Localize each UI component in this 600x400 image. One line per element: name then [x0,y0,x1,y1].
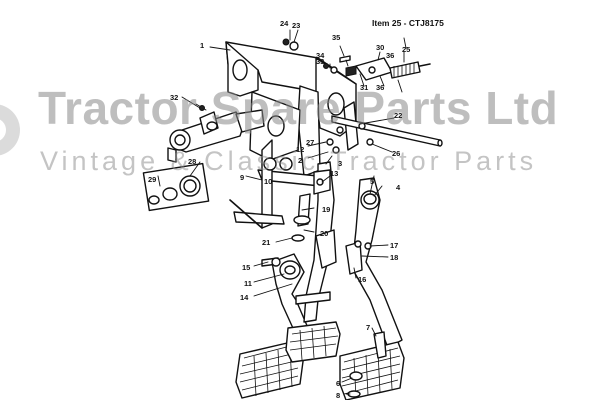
callout-11: 11 [244,279,252,288]
callout-34: 34 [316,51,325,60]
callout-7: 7 [366,323,370,332]
callout-33: 33 [316,57,324,66]
clutch-pedal [235,253,315,399]
callout-15: 15 [242,263,250,272]
callout-22: 22 [394,111,402,120]
callout-3: 3 [338,159,342,168]
callout-35: 35 [332,33,340,42]
hardware [229,122,387,398]
callout-4: 4 [396,183,401,192]
callout-29: 29 [148,175,156,184]
callout-2: 2 [298,156,302,165]
callout-labels: 1 2 3 4 5 6 7 8 9 10 11 12 13 14 15 16 1… [148,19,410,400]
callout-36-lower: 36 [376,83,384,92]
seal-kit [142,162,210,212]
callout-31: 31 [360,83,368,92]
item-reference: Item 25 - CTJ8175 [372,18,444,28]
pivot-shaft [331,115,443,147]
callout-14: 14 [240,293,249,302]
callout-28: 28 [188,157,196,166]
callout-20: 20 [320,229,328,238]
watermark-subtitle: Vintage & Classic Tractor Parts [40,146,537,176]
master-cylinder [167,103,265,163]
callout-9: 9 [240,173,244,182]
callout-30: 30 [376,43,384,52]
callout-21: 21 [262,238,270,247]
callout-17: 17 [390,241,398,250]
callout-25: 25 [402,45,410,54]
spring-assembly [199,38,431,111]
callout-23: 23 [292,21,300,30]
callout-12: 12 [296,145,304,154]
callout-24: 24 [280,19,289,28]
callout-1: 1 [200,41,204,50]
callout-6: 6 [336,379,340,388]
callout-26: 26 [392,149,400,158]
callout-5: 5 [370,177,374,186]
callout-10: 10 [264,177,272,186]
callout-32: 32 [170,93,178,102]
callout-18: 18 [390,253,398,262]
watermark-logo [0,104,20,156]
callout-8: 8 [336,391,340,400]
callout-16: 16 [358,275,366,284]
callout-36-upper: 36 [386,51,394,60]
callout-27: 27 [306,138,314,147]
brake-pedal-right [315,177,405,400]
callout-19: 19 [322,205,330,214]
callout-13: 13 [330,169,338,178]
leader-lines [157,29,407,395]
watermark-title: Tractor Spare Parts Ltd [38,82,558,134]
pedal-bracket [225,41,359,229]
